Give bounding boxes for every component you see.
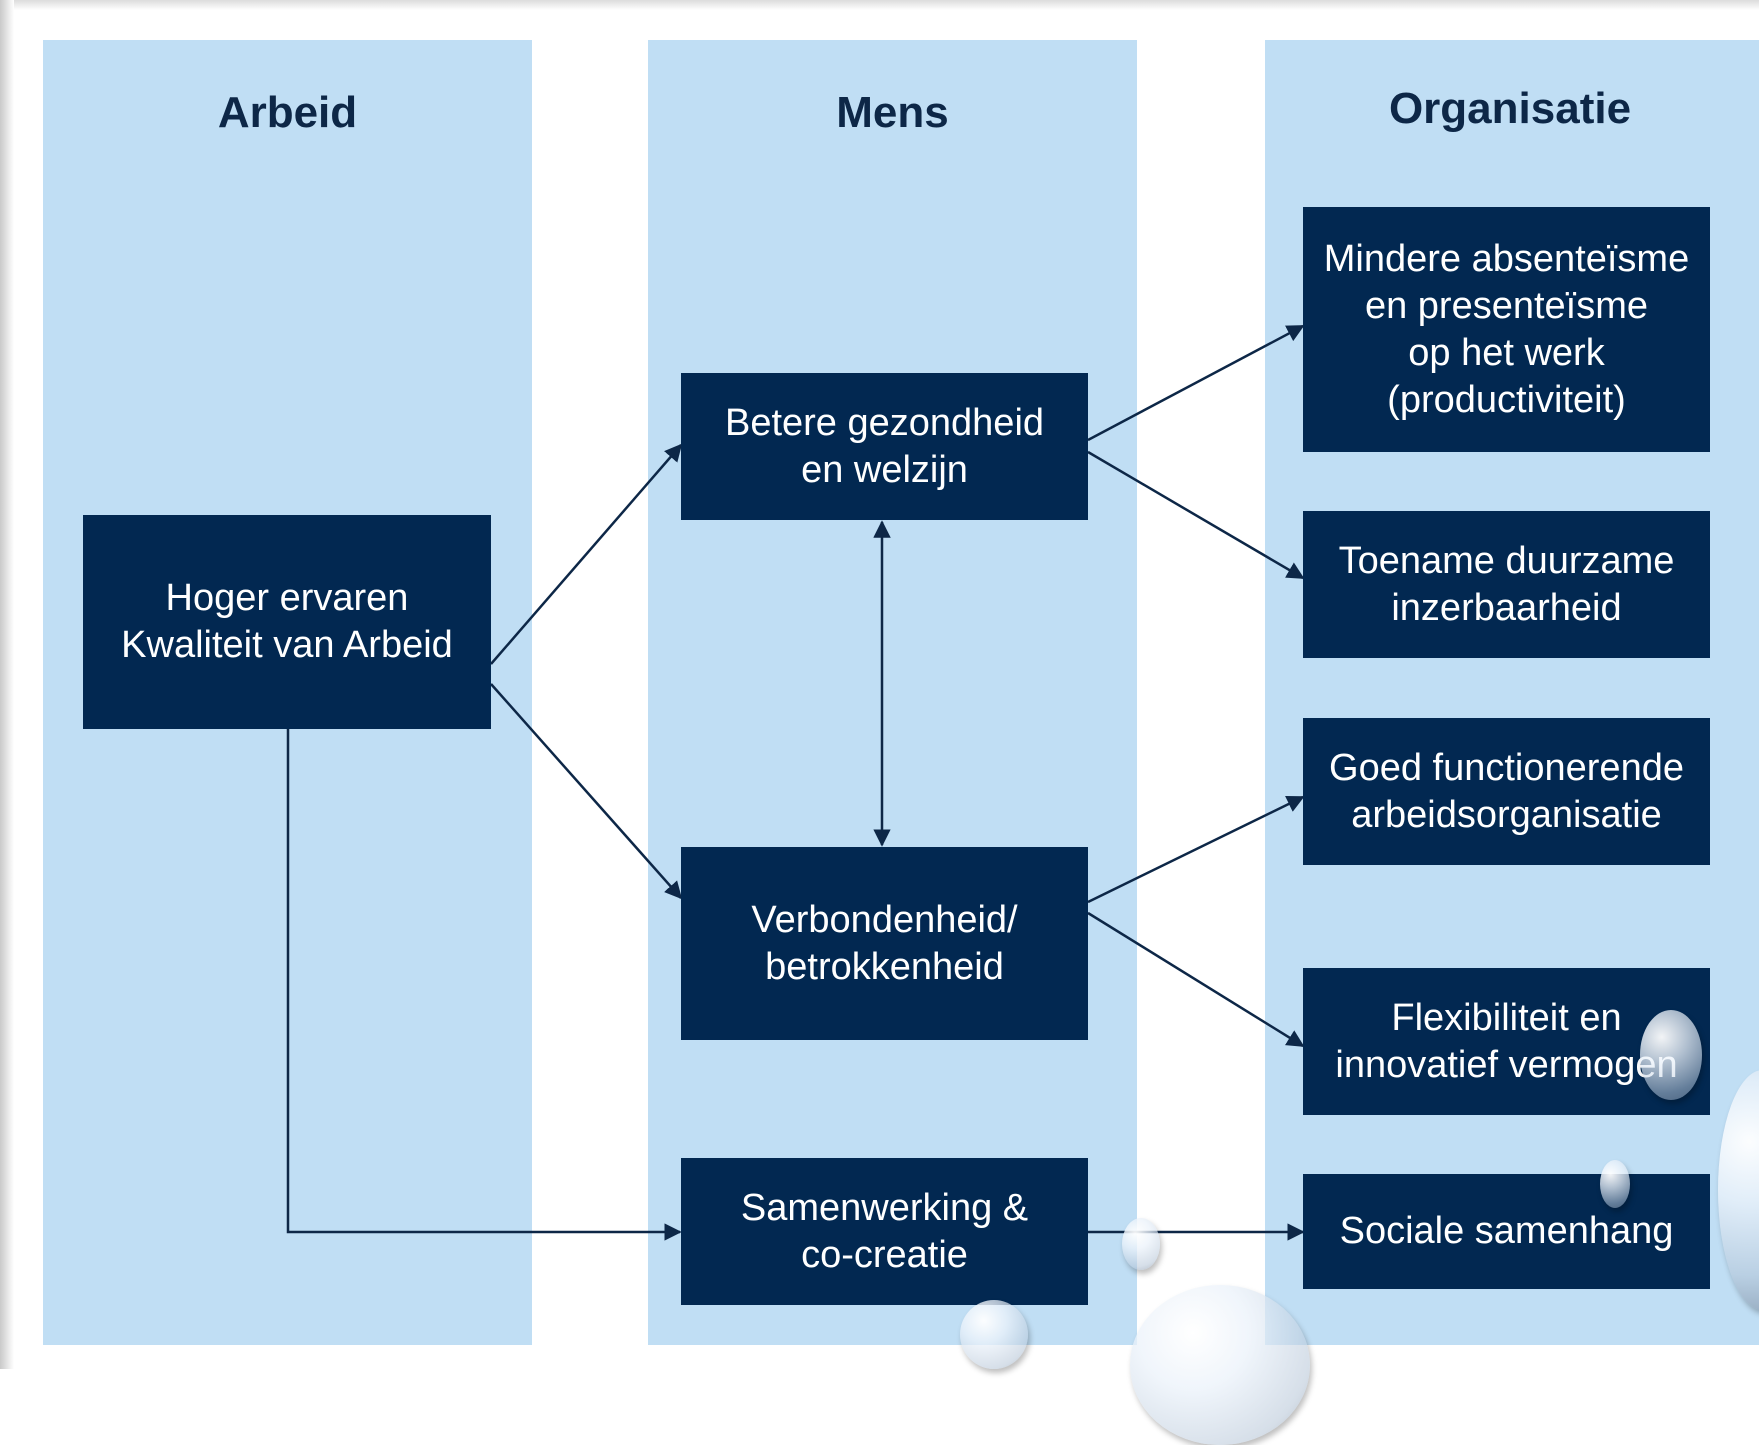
water-drop-decoration — [960, 1300, 1028, 1369]
column-title-organisatie: Organisatie — [1388, 84, 1632, 133]
arrow-gezondheid-to-inzetbaarheid — [1087, 450, 1305, 580]
column-title-mens: Mens — [836, 88, 949, 137]
box-verbondenheid: Verbondenheid/ betrokkenheid — [681, 847, 1088, 1040]
arrow-verbondenheid-to-arbeidsorganisatie — [1087, 795, 1305, 904]
arrow-kwaliteit-to-gezondheid — [490, 443, 683, 665]
box-arbeidsorganisatie: Goed functionerende arbeidsorganisatie — [1303, 718, 1710, 865]
arrow-verbondenheid-to-flexibiliteit — [1087, 911, 1305, 1048]
box-inzetbaarheid: Toename duurzame inzerbaarheid — [1303, 511, 1710, 658]
box-sociale-samenhang: Sociale samenhang — [1303, 1174, 1710, 1289]
column-mens: Mens — [648, 40, 1137, 1345]
top-shade — [0, 0, 1759, 10]
water-drop-decoration — [1640, 1010, 1702, 1100]
arrow-kwaliteit-to-samenwerking — [286, 729, 682, 1241]
box-hoger-ervaren-kwaliteit: Hoger ervaren Kwaliteit van Arbeid — [83, 515, 491, 729]
water-drop-decoration — [1130, 1285, 1310, 1445]
box-betere-gezondheid: Betere gezondheid en welzijn — [681, 373, 1088, 520]
arrow-gezondheid-to-absenteisme — [1087, 324, 1305, 442]
left-edge-shade — [0, 0, 14, 1369]
water-drop-decoration — [1600, 1160, 1630, 1208]
arrow-kwaliteit-to-verbondenheid — [490, 683, 683, 900]
column-title-arbeid: Arbeid — [217, 88, 358, 137]
connector-arrows — [286, 324, 1305, 1241]
box-samenwerking: Samenwerking & co-creatie — [681, 1158, 1088, 1305]
box-absenteisme: Mindere absenteïsme en presenteïsme op h… — [1303, 207, 1710, 452]
water-drop-decoration — [1122, 1218, 1160, 1270]
